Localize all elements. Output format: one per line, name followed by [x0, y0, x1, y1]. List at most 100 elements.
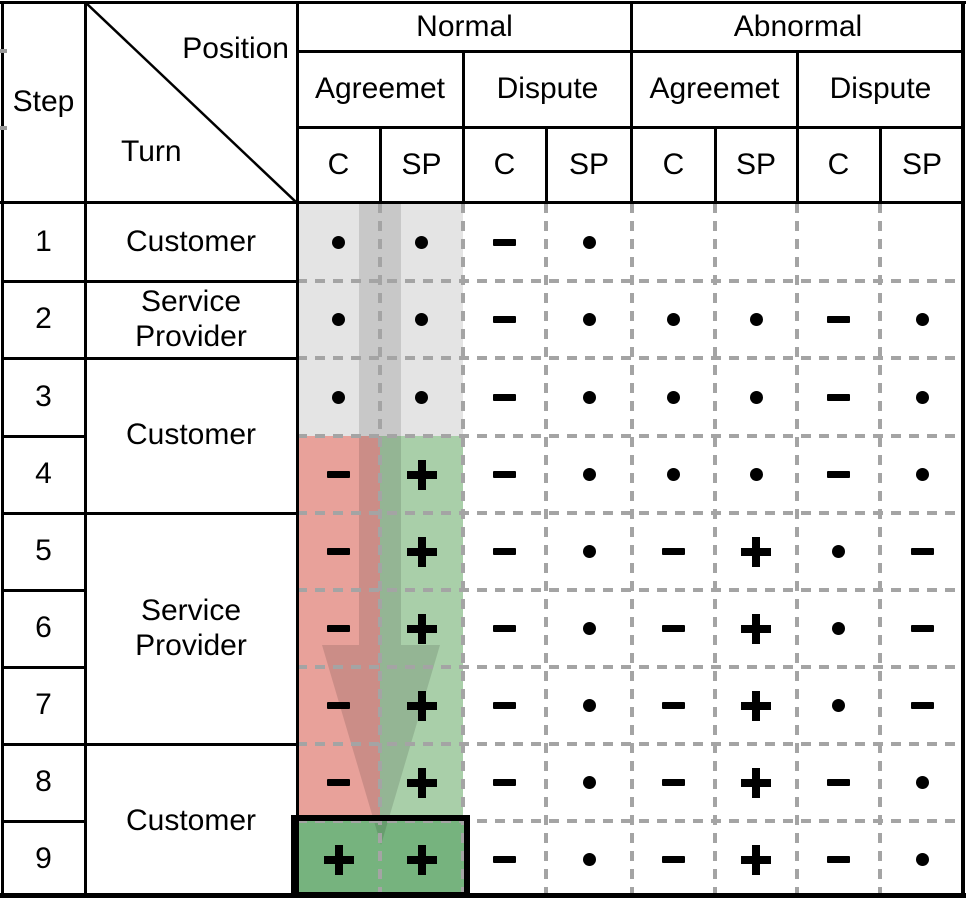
dot-symbol	[415, 235, 428, 249]
matrix-cell	[380, 821, 463, 898]
dot-symbol	[915, 313, 929, 326]
grid-line-solid	[2, 512, 85, 515]
matrix-cell	[797, 821, 880, 898]
grid-line-dashed-horizontal	[297, 742, 962, 746]
grid-line-solid	[297, 50, 964, 53]
turn-cell: Customer	[85, 203, 297, 281]
left-edge-tick	[0, 126, 7, 130]
dot-symbol	[749, 313, 763, 326]
dot-symbol	[582, 545, 596, 558]
grid-line-solid	[2, 357, 85, 360]
matrix-cell	[632, 513, 715, 590]
party-header-cell: C	[632, 127, 715, 203]
minus-symbol	[662, 548, 685, 555]
minus-symbol	[493, 393, 516, 401]
plus-symbol	[741, 536, 771, 567]
step-number: 2	[35, 302, 52, 336]
dot-symbol	[582, 853, 596, 866]
left-edge-tick	[0, 49, 7, 53]
matrix-cell	[632, 590, 715, 667]
matrix-cell	[715, 281, 797, 358]
matrix-cell	[463, 203, 546, 281]
dot-symbol	[582, 390, 596, 404]
matrix-cell	[463, 821, 546, 898]
grid-line-solid	[0, 201, 964, 204]
grid-line-dashed-vertical	[461, 203, 465, 893]
matrix-cell	[463, 358, 546, 436]
minus-symbol	[662, 625, 685, 632]
party-header-cell: SP	[546, 127, 632, 203]
minus-symbol	[662, 856, 685, 863]
plus-symbol	[406, 690, 437, 721]
grid-line-solid	[296, 2, 299, 898]
matrix-cell	[463, 513, 546, 590]
matrix-cell	[297, 513, 380, 590]
matrix-cell	[632, 744, 715, 821]
party-header-label: SP	[901, 147, 943, 181]
matrix-cell	[297, 203, 380, 281]
grid-line-solid	[961, 2, 965, 898]
minus-symbol	[827, 779, 850, 786]
turn-cell: Customer	[85, 744, 297, 898]
turn-label: Service Provider	[135, 285, 247, 353]
matrix-cell	[632, 667, 715, 744]
plus-symbol	[741, 613, 771, 644]
matrix-cell	[715, 821, 797, 898]
matrix-cell	[797, 203, 880, 281]
matrix-cell	[880, 744, 964, 821]
grid-line-dashed-horizontal	[297, 588, 962, 592]
final-step-box-border	[291, 815, 470, 898]
step-cell: 6	[2, 590, 85, 667]
matrix-cell	[715, 590, 797, 667]
dot-symbol	[582, 622, 596, 635]
grid-line-solid	[85, 357, 297, 360]
step-header-label: Step	[12, 85, 75, 119]
minus-symbol	[910, 548, 934, 555]
step-cell: 8	[2, 744, 85, 821]
subgroup-header-cell: Dispute	[797, 52, 964, 127]
minus-symbol	[827, 316, 850, 323]
subgroup-header-label: Agreemet	[649, 72, 780, 106]
turn-cell: Customer	[85, 358, 297, 513]
position-header-label: Position	[182, 32, 289, 65]
matrix-cell	[380, 667, 463, 744]
matrix-cell	[715, 513, 797, 590]
minus-symbol	[327, 779, 350, 786]
matrix-cell	[297, 821, 380, 898]
party-header-label: SP	[568, 147, 610, 181]
minus-symbol	[493, 471, 516, 478]
party-header-cell: SP	[880, 127, 964, 203]
grid-line-solid	[2, 589, 85, 592]
matrix-cell	[797, 281, 880, 358]
turn-label: Customer	[125, 803, 257, 837]
plus-symbol	[406, 459, 437, 490]
dot-symbol	[582, 313, 596, 326]
matrix-cell	[715, 744, 797, 821]
matrix-cell	[880, 513, 964, 590]
plus-symbol	[406, 613, 437, 644]
grid-line-solid	[545, 126, 548, 203]
matrix-cell	[463, 281, 546, 358]
minus-symbol	[493, 625, 516, 632]
party-header-label: C	[493, 147, 516, 181]
matrix-cell	[546, 667, 632, 744]
plus-symbol	[406, 767, 437, 798]
dot-symbol	[832, 545, 845, 558]
grid-line-solid	[84, 2, 87, 898]
minus-symbol	[662, 702, 685, 709]
minus-symbol	[327, 625, 350, 632]
grid-line-dashed-horizontal	[297, 511, 962, 515]
step-number: 8	[35, 765, 52, 799]
dot-symbol	[415, 313, 428, 326]
party-header-cell: C	[463, 127, 546, 203]
matrix-cell	[546, 744, 632, 821]
party-header-cell: C	[797, 127, 880, 203]
minus-symbol	[827, 393, 850, 401]
grid-line-solid	[85, 280, 297, 283]
matrix-cell	[463, 436, 546, 513]
turn-label: Customer	[125, 418, 257, 452]
matrix-cell	[797, 436, 880, 513]
dot-symbol	[332, 313, 345, 326]
minus-symbol	[327, 471, 350, 478]
